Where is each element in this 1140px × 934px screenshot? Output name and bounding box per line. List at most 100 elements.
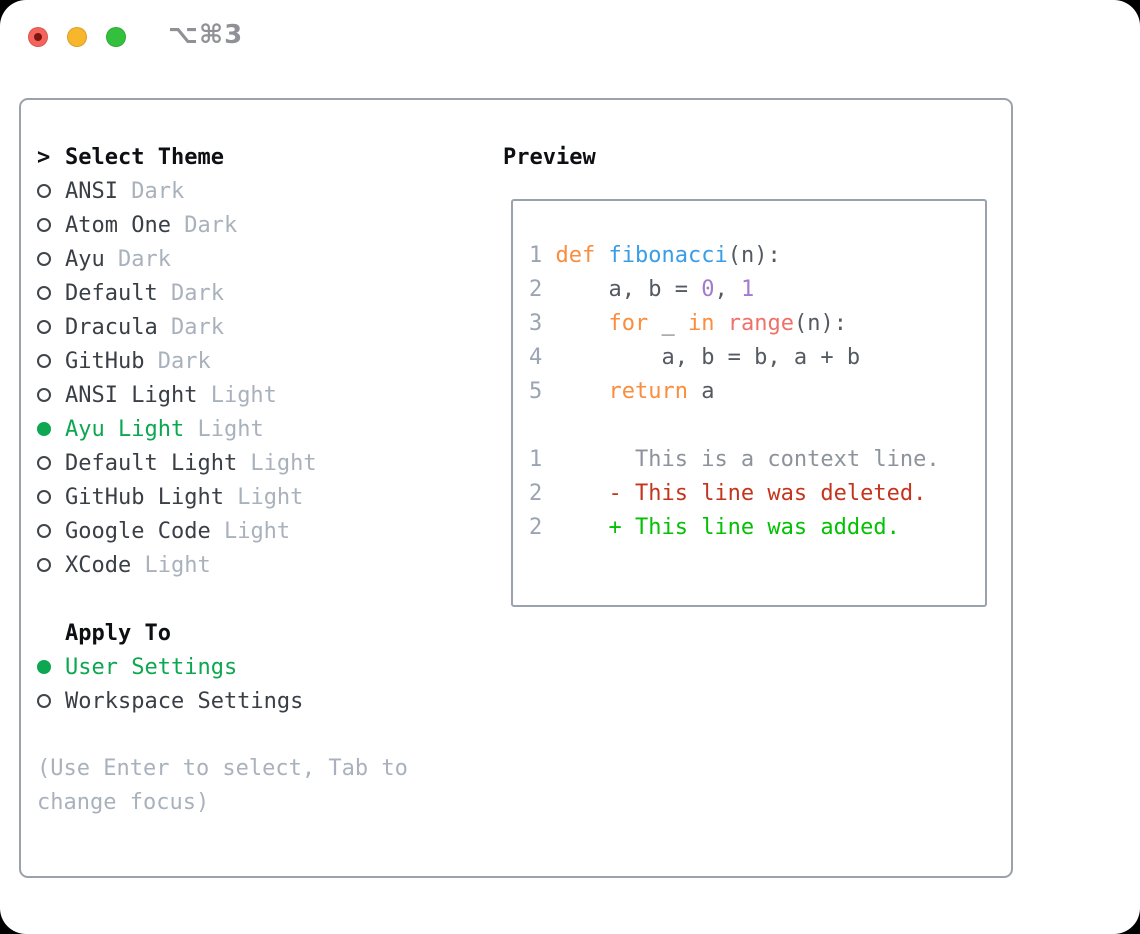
select-theme-header: > Select Theme: [37, 140, 487, 174]
apply-to-title: Apply To: [65, 620, 171, 646]
code-segment: return: [608, 379, 688, 404]
radio-dot-icon: [37, 660, 51, 674]
radio-dot-icon: [37, 184, 51, 198]
theme-variant: Light: [237, 450, 317, 476]
theme-name: Default Light: [65, 450, 238, 476]
theme-name: ANSI Light: [65, 382, 198, 408]
code-line: 1 This is a context line.: [529, 447, 969, 481]
cursor-marker: >: [37, 145, 65, 170]
apply-option-label: User Settings: [65, 654, 238, 680]
theme-name: XCode: [65, 552, 132, 578]
radio-dot-icon: [37, 388, 51, 402]
preview-column: Preview 1 def fibonacci(n):2 a, b = 0, 1…: [487, 140, 1011, 876]
code-segment: in: [687, 311, 715, 336]
apply-option-label: Workspace Settings: [65, 688, 304, 714]
code-segment: + This line was added.: [555, 515, 900, 540]
line-number: 2: [529, 277, 543, 302]
theme-name: Google Code: [65, 518, 211, 544]
code-segment: a: [687, 379, 715, 404]
radio-icon: [37, 558, 65, 572]
theme-option-dracula[interactable]: Dracula Dark: [37, 310, 487, 344]
radio-dot-icon: [37, 422, 51, 436]
theme-name: GitHub Light: [65, 484, 224, 510]
theme-variant: Light: [131, 552, 211, 578]
apply-option-user-settings[interactable]: User Settings: [37, 650, 487, 684]
radio-dot-icon: [37, 252, 51, 266]
code-line: 5 return a: [529, 379, 969, 413]
spacer: [37, 718, 487, 752]
apply-option-workspace-settings[interactable]: Workspace Settings: [37, 684, 487, 718]
apply-to-header: Apply To: [37, 616, 487, 650]
code-line: 4 a, b = b, a + b: [529, 345, 969, 379]
code-segment: (n):: [727, 243, 781, 268]
radio-icon: [37, 252, 65, 266]
theme-option-github[interactable]: GitHub Dark: [37, 344, 487, 378]
line-number: 2: [529, 515, 543, 540]
theme-variant: Dark: [157, 314, 224, 340]
selected-radio-icon: [37, 422, 65, 436]
theme-variant: Light: [223, 484, 304, 510]
code-line: 2 a, b = 0, 1: [529, 277, 969, 311]
theme-option-ayu[interactable]: Ayu Dark: [37, 242, 487, 276]
theme-option-default-light[interactable]: Default Light Light: [37, 446, 487, 480]
code-segment: This is a context line.: [555, 447, 940, 472]
theme-option-github-light[interactable]: GitHub Light Light: [37, 480, 487, 514]
radio-dot-icon: [37, 558, 51, 572]
theme-variant: Light: [210, 518, 291, 544]
window-shortcut-label: ⌥⌘3: [168, 20, 244, 50]
theme-option-ansi[interactable]: ANSI Dark: [37, 174, 487, 208]
code-line: 2 + This line was added.: [529, 515, 969, 549]
line-number: 5: [529, 379, 543, 404]
code-line: 3 for _ in range(n):: [529, 311, 969, 345]
line-number: 2: [529, 481, 543, 506]
selected-radio-icon: [37, 660, 65, 674]
select-theme-title: Select Theme: [65, 144, 224, 170]
radio-icon: [37, 320, 65, 334]
theme-option-xcode[interactable]: XCode Light: [37, 548, 487, 582]
theme-variant: Dark: [144, 348, 211, 374]
radio-icon: [37, 286, 65, 300]
theme-option-ayu-light[interactable]: Ayu Light Light: [37, 412, 487, 446]
code-line: [529, 413, 969, 447]
theme-variant: Dark: [157, 280, 224, 306]
theme-option-atom-one[interactable]: Atom One Dark: [37, 208, 487, 242]
code-segment: def: [555, 243, 596, 268]
preview-title: Preview: [503, 144, 596, 170]
theme-name: ANSI: [65, 178, 118, 204]
line-number: 4: [529, 345, 543, 370]
theme-name: Default: [65, 280, 158, 306]
theme-name: Atom One: [65, 212, 171, 238]
minimize-button[interactable]: [67, 27, 87, 47]
radio-dot-icon: [37, 354, 51, 368]
close-button[interactable]: [28, 27, 48, 47]
code-segment: [556, 311, 609, 336]
theme-name: GitHub: [65, 348, 145, 374]
code-segment: [556, 379, 609, 404]
code-segment: for: [608, 311, 649, 336]
radio-icon: [37, 694, 65, 708]
radio-icon: [37, 184, 65, 198]
theme-option-default[interactable]: Default Dark: [37, 276, 487, 310]
title-bar: ⌥⌘3: [0, 0, 1140, 74]
theme-option-ansi-light[interactable]: ANSI Light Light: [37, 378, 487, 412]
code-segment: a, b =: [555, 277, 702, 302]
code-segment: a, b = b, a + b: [555, 345, 861, 370]
zoom-button[interactable]: [106, 27, 126, 47]
code-segment: [714, 311, 727, 336]
theme-option-google-code[interactable]: Google Code Light: [37, 514, 487, 548]
theme-name: Ayu: [65, 246, 105, 272]
theme-variant: Dark: [117, 178, 185, 204]
radio-dot-icon: [37, 286, 51, 300]
radio-icon: [37, 456, 65, 470]
radio-dot-icon: [37, 320, 51, 334]
radio-dot-icon: [37, 456, 51, 470]
radio-icon: [37, 354, 65, 368]
radio-dot-icon: [37, 694, 51, 708]
code-segment: (n):: [793, 311, 847, 336]
